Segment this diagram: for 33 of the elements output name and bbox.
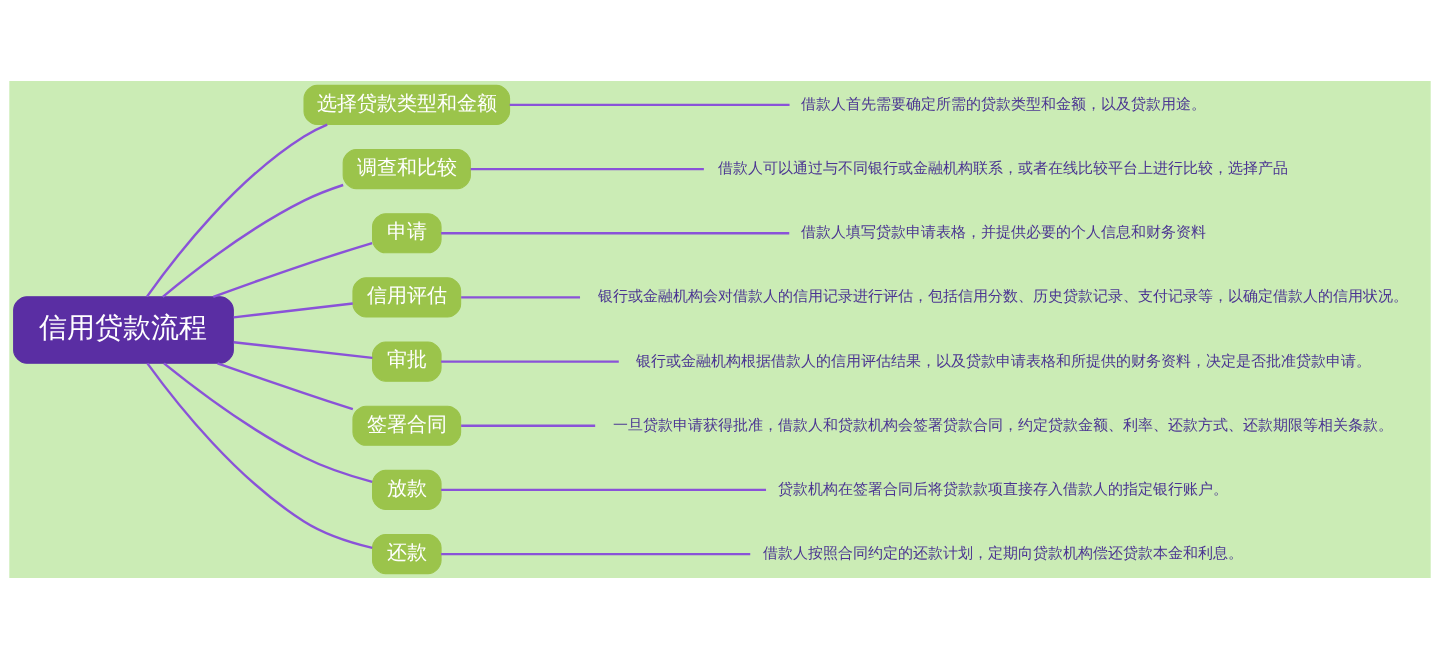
connector	[441, 231, 790, 234]
connector	[146, 123, 328, 297]
connector	[162, 183, 344, 298]
node-box: 调查和比较	[342, 148, 471, 189]
connector	[461, 424, 596, 427]
node-box: 申请	[372, 212, 442, 253]
connector	[163, 361, 373, 483]
connector	[233, 301, 353, 319]
connector	[441, 552, 751, 555]
connector	[470, 167, 704, 170]
node-box: 还款	[372, 533, 442, 574]
connector	[461, 295, 581, 299]
node-box: 选择贷款类型和金额	[303, 84, 511, 125]
node-box: 信用贷款流程	[13, 295, 234, 364]
node-text: 一旦贷款申请获得批准，借款人和贷款机构会签署贷款合同，约定贷款金额、利率、还款方式、还款期限等相关条款。	[613, 415, 1394, 434]
connector	[212, 241, 373, 298]
connector	[146, 362, 373, 549]
node-box: 信用评估	[352, 276, 462, 318]
node-text: 银行或金融机构会对借款人的信用记录进行评估，包括信用分数、历史贷款记录、支付记录等，以确定借款人的信用状况。	[598, 286, 1409, 305]
node-box: 审批	[372, 340, 442, 382]
node-text: 借款人首先需要确定所需的贷款类型和金额，以及贷款用途。	[800, 94, 1206, 113]
node-box: 放款	[372, 469, 442, 510]
connector	[509, 103, 790, 106]
node-text: 银行或金融机构根据借款人的信用评估结果，以及贷款申请表格和所提供的财务资料，决定是否批准贷款申请。	[635, 351, 1371, 370]
node-text: 借款人可以通过与不同银行或金融机构联系，或者在线比较平台上进行比较，选择产品	[718, 158, 1289, 177]
node-text: 借款人按照合同约定的还款计划，定期向贷款机构偿还贷款本金和利息。	[763, 543, 1244, 562]
connector	[441, 359, 619, 363]
node-box: 签署合同	[352, 405, 462, 446]
connector	[217, 361, 354, 410]
node-text: 贷款机构在签署合同后将贷款款项直接存入借款人的指定银行账户。	[778, 479, 1229, 498]
node-text: 借款人填写贷款申请表格，并提供必要的个人信息和财务资料	[800, 222, 1206, 241]
connector	[233, 340, 373, 359]
connector	[441, 488, 767, 491]
